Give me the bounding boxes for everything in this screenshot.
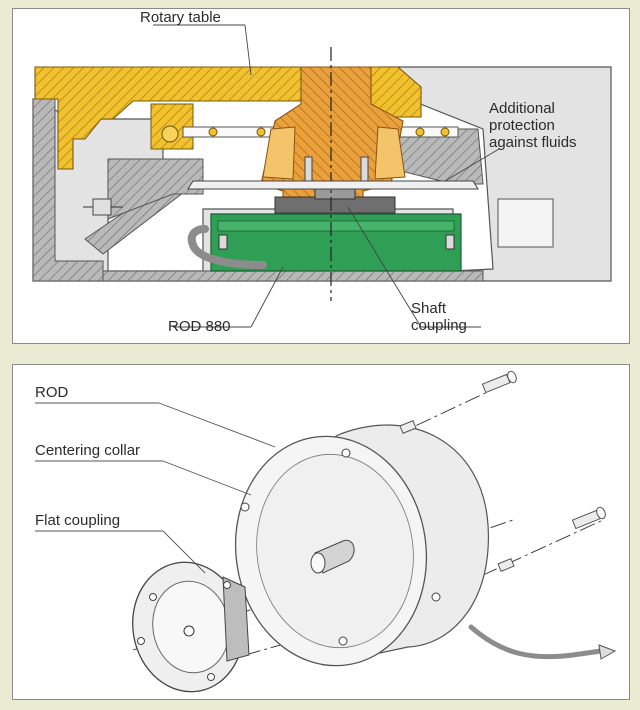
rod-cable	[468, 624, 604, 660]
rod-cable-end	[598, 644, 617, 660]
bolt-head	[440, 127, 450, 137]
rod-880-encoder-cap	[217, 220, 455, 232]
bearing-ball	[161, 125, 179, 143]
clamp-bolt-left	[182, 126, 284, 138]
rotary-table-section-drawing: Rotary table Additional protection again…	[32, 9, 612, 335]
label-flat-coupling: Flat coupling	[35, 512, 120, 529]
label-rod-880: ROD 880	[168, 318, 231, 335]
leader-rod-880	[250, 266, 284, 328]
bolt-head	[256, 127, 266, 137]
leader-rod	[158, 402, 276, 448]
mounting-screw	[497, 558, 515, 572]
housing-bottom-rail	[102, 270, 484, 282]
tapered-roller-bearing-left	[262, 126, 296, 180]
leader-flat-coupling	[162, 530, 206, 574]
encoder-mounting-screw	[445, 234, 455, 250]
bolt-head	[208, 127, 218, 137]
label-additional-protection: against fluids	[489, 134, 577, 151]
rod-flange-hole	[431, 592, 441, 602]
leader-rotary-table	[244, 24, 252, 76]
flat-coupling-clamp	[222, 576, 250, 662]
flat-coupling-hole	[223, 581, 231, 589]
leader-centering-collar	[162, 460, 252, 496]
side-bolt	[92, 198, 112, 216]
bolt-head	[415, 127, 425, 137]
label-shaft-coupling: Shaft	[411, 300, 447, 317]
housing-right-pocket	[497, 198, 554, 248]
rod-flange-hole	[341, 448, 351, 458]
encoder-cable	[187, 225, 267, 269]
label-additional-protection: Additional	[489, 100, 555, 117]
rod-flange-hole	[338, 636, 348, 646]
rod-shaft-end	[310, 552, 326, 574]
flat-coupling-hole	[149, 593, 157, 601]
flat-coupling-hole	[137, 637, 145, 645]
leader-additional-protection	[444, 148, 500, 182]
leader-shaft-coupling	[347, 206, 422, 328]
flat-coupling-hub-bore	[183, 625, 195, 637]
mounting-screw	[571, 506, 606, 530]
fluid-protection-seal	[187, 180, 479, 190]
rod-mounting-exploded-panel: ROD Centering collar Flat coupling	[12, 364, 630, 700]
mounting-screw	[481, 370, 517, 394]
rod-exploded-drawing: ROD Centering collar Flat coupling	[35, 370, 617, 693]
rotary-table-section-panel: Rotary table Additional protection again…	[12, 8, 630, 344]
label-rod: ROD	[35, 384, 69, 401]
mounting-screw	[399, 420, 417, 434]
encoder-mounting-screw	[218, 234, 228, 250]
rod-flange-hole	[240, 502, 250, 512]
label-rotary-table: Rotary table	[140, 9, 221, 26]
label-additional-protection: protection	[489, 117, 555, 134]
label-centering-collar: Centering collar	[35, 442, 140, 459]
flat-coupling-hole	[207, 673, 215, 681]
tapered-roller-bearing-right	[374, 126, 406, 180]
label-shaft-coupling: coupling	[411, 317, 467, 334]
shaft-coupling-hub	[314, 188, 356, 200]
